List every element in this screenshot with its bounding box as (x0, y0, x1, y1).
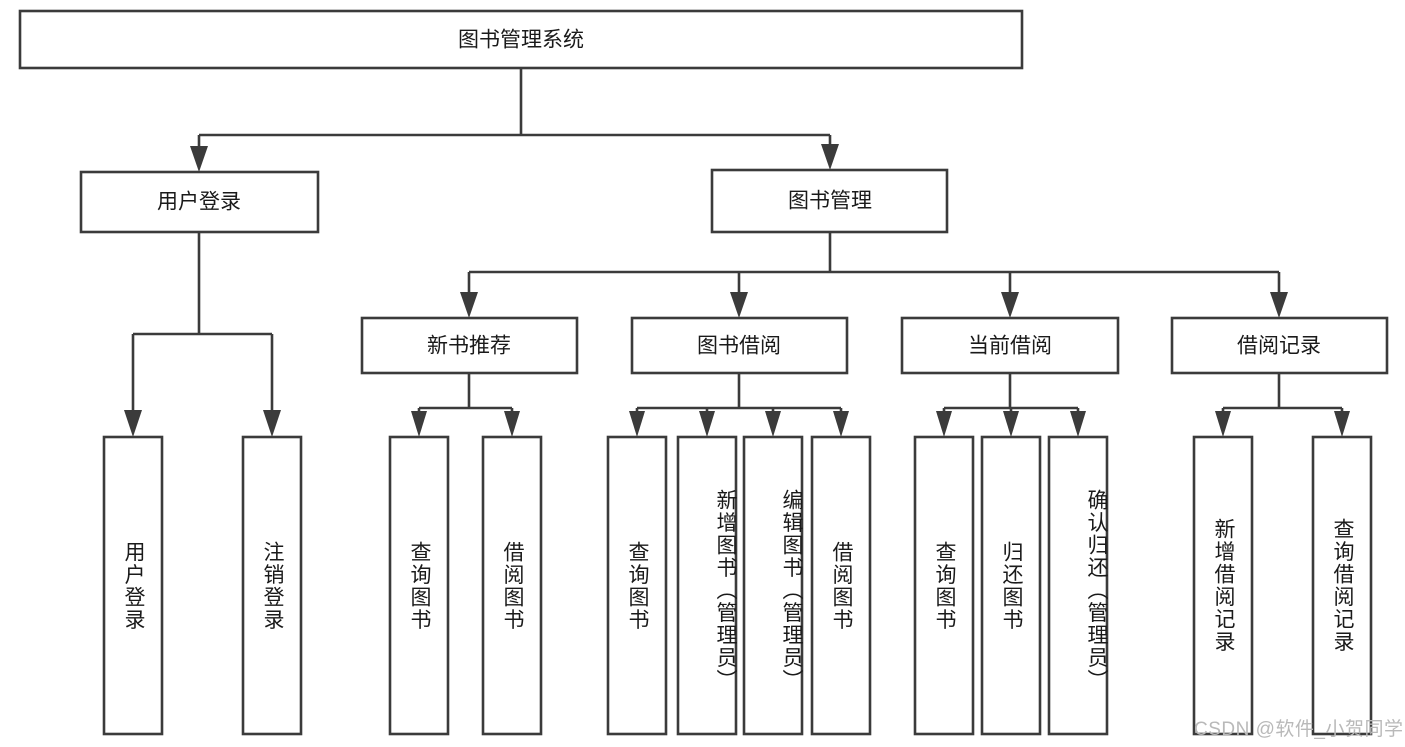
node-bb-borrow-book-label: 借阅图书 (830, 540, 854, 631)
arrowhead-bb-edit-book (765, 411, 781, 437)
arrowhead-user-login-leaf (124, 410, 142, 437)
node-bb-add-book-label: 新增图书（管理员） (714, 489, 737, 692)
node-book-management[interactable] (710, 168, 949, 234)
node-bb-edit-book-label: 编辑图书（管理员） (780, 489, 803, 692)
arrowhead-nbr-borrow-book (504, 411, 520, 437)
node-user-login-leaf[interactable] (102, 435, 164, 736)
node-borrow-record-label: 借阅记录 (1237, 335, 1321, 358)
connector-layer (124, 68, 1350, 437)
node-user-login-label: 用户登录 (157, 191, 241, 214)
node-logout-leaf[interactable] (241, 435, 303, 736)
csdn-watermark: CSDN @软件_小贺同学 (1194, 719, 1404, 740)
node-br-add-record[interactable] (1192, 435, 1254, 736)
node-cb-query-book-label: 查询图书 (933, 540, 957, 631)
arrowhead-cb-return-book (1003, 411, 1019, 437)
arrowhead-br-query-record (1334, 411, 1350, 437)
arrowhead-br-add-record (1215, 411, 1231, 437)
node-br-query-record-label: 查询借阅记录 (1331, 518, 1355, 653)
arrowhead-nbr-query-book (411, 411, 427, 437)
node-root-label: 图书管理系统 (458, 29, 584, 52)
node-cb-return-book[interactable] (980, 435, 1042, 736)
node-nbr-query-book-label: 查询图书 (408, 540, 432, 631)
arrowhead-book-management (821, 144, 839, 170)
node-br-query-record[interactable] (1311, 435, 1373, 736)
node-bb-add-book[interactable] (676, 435, 738, 736)
node-nbr-borrow-book-label: 借阅图书 (501, 540, 525, 631)
node-new-book-recommend[interactable] (360, 316, 579, 375)
node-logout-leaf-label: 注销登录 (261, 540, 285, 631)
node-layer: 图书管理系统 用户登录 图书管理 新书推荐 图书借阅 当前借阅 借阅记录 (18, 9, 1389, 736)
node-bb-query-book-label: 查询图书 (626, 540, 650, 631)
node-book-management-label: 图书管理 (788, 190, 872, 213)
node-cb-confirm-return[interactable] (1047, 435, 1109, 736)
arrowhead-bb-add-book (699, 411, 715, 437)
node-bb-borrow-book[interactable] (810, 435, 872, 736)
node-root[interactable] (18, 9, 1024, 70)
arrowhead-new-book-recommend (460, 292, 478, 318)
arrowhead-borrow-record (1270, 292, 1288, 318)
arrowhead-book-borrow (730, 292, 748, 318)
node-cb-return-book-label: 归还图书 (1000, 540, 1024, 631)
node-current-borrow[interactable] (900, 316, 1120, 375)
node-nbr-query-book[interactable] (388, 435, 450, 736)
node-book-borrow[interactable] (630, 316, 849, 375)
arrowhead-cb-query-book (936, 411, 952, 437)
arrowhead-logout-leaf (263, 410, 281, 437)
node-borrow-record[interactable] (1170, 316, 1389, 375)
arrowhead-bb-query-book (629, 411, 645, 437)
arrowhead-current-borrow (1001, 292, 1019, 318)
node-cb-confirm-return-label: 确认归还（管理员） (1085, 489, 1108, 692)
node-br-add-record-label: 新增借阅记录 (1212, 518, 1236, 653)
node-bb-edit-book[interactable] (742, 435, 804, 736)
arrowhead-bb-borrow-book (833, 411, 849, 437)
node-new-book-recommend-label: 新书推荐 (427, 335, 511, 358)
node-cb-query-book[interactable] (913, 435, 975, 736)
node-bb-query-book[interactable] (606, 435, 668, 736)
node-current-borrow-label: 当前借阅 (968, 335, 1052, 358)
node-nbr-borrow-book[interactable] (481, 435, 543, 736)
arrowhead-cb-confirm-return (1070, 411, 1086, 437)
arrowhead-user-login (190, 146, 208, 172)
node-user-login-leaf-label: 用户登录 (122, 540, 146, 631)
node-user-login[interactable] (79, 170, 320, 234)
node-book-borrow-label: 图书借阅 (697, 335, 781, 358)
